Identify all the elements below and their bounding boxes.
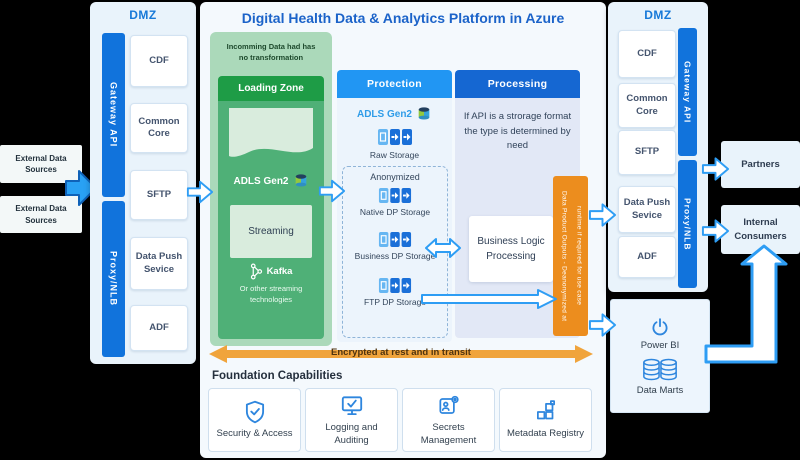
- loading-zone-panel: Incomming Data had has no transformation…: [210, 32, 332, 346]
- loading-adls-row: ADLS Gen2: [218, 173, 324, 189]
- right-dmz-box-common-core: Common Core: [618, 83, 676, 128]
- right-dmz-box-adf: ADF: [618, 236, 676, 278]
- shield-check-icon: [245, 401, 264, 424]
- internal-consumers-box: Internal Consumers: [721, 205, 800, 254]
- platform-title: Digital Health Data & Analytics Platform…: [241, 10, 565, 26]
- powerbi-to-internal-elbow-arrow-icon: [704, 244, 788, 364]
- encryption-arrow: [209, 345, 593, 363]
- right-gateway-api-bar: Gateway API: [678, 28, 697, 156]
- protection-processing-double-arrow-icon: [425, 238, 461, 258]
- raw-storage-label: Raw Storage: [369, 150, 420, 160]
- left-dmz-box-data-push-service: Data Push Sevice: [130, 237, 188, 290]
- dmz-to-partners-arrow-icon: [701, 157, 730, 181]
- right-dmz-title: DMZ: [644, 8, 672, 22]
- data-marts-label: Data Marts: [636, 385, 684, 396]
- foundation-label: Logging and Auditing: [325, 422, 378, 446]
- dmz-to-loading-arrow-icon: [186, 180, 214, 204]
- ingress-arrow-icon: [65, 170, 97, 206]
- left-gateway-api-bar: Gateway API: [102, 33, 125, 197]
- external-data-sources-box-1: External Data Sources: [0, 145, 82, 183]
- encryption-label: Encrypted at rest and in transit: [331, 347, 471, 358]
- loading-zone-body: ADLS Gen2 Streaming: [218, 101, 324, 339]
- loading-zone-header: Loading Zone: [218, 76, 324, 101]
- right-proxy-nlb-bar: Proxy/NLB: [678, 160, 697, 288]
- kafka-label: Kafka: [266, 266, 293, 277]
- left-dmz-panel: DMZ Gateway API Proxy/NLB CDF Common Cor…: [90, 2, 196, 364]
- secrets-badge-icon: [438, 395, 459, 415]
- blob-container-icon: [378, 187, 412, 204]
- protection-adls-label: ADLS Gen2: [356, 108, 412, 120]
- loading-to-protection-arrow-icon: [318, 179, 346, 203]
- power-bi-icon: [652, 318, 668, 336]
- streaming-box: Streaming: [230, 205, 312, 258]
- loading-zone-note: Incomming Data had has no transformation: [226, 42, 316, 63]
- foundation-label: Security & Access: [216, 428, 293, 440]
- kafka-icon: [250, 263, 262, 280]
- foundation-label: Secrets Management: [420, 422, 477, 446]
- right-dmz-box-cdf: CDF: [618, 30, 676, 78]
- anonymized-label: Anonymized: [370, 172, 420, 182]
- processing-note: If API is a strorage format the type is …: [463, 111, 572, 152]
- partners-box: Partners: [721, 141, 800, 188]
- blob-container-icon: [378, 277, 412, 294]
- power-bi-label: Power BI: [640, 340, 680, 351]
- adls-gen2-icon: [295, 174, 306, 187]
- platform-panel: Digital Health Data & Analytics Platform…: [200, 2, 606, 458]
- landing-area-shape: [229, 108, 313, 157]
- external-data-sources-box-2: External Data Sources: [0, 196, 82, 233]
- platform-to-powerbi-arrow-icon: [588, 313, 617, 337]
- right-dmz-box-data-push-service: Data Push Sevice: [618, 186, 676, 233]
- adls-gen2-icon: [418, 107, 430, 120]
- bi-panel: Power BI Data Marts: [610, 299, 710, 413]
- monitor-check-icon: [341, 396, 362, 416]
- metadata-blocks-icon: [536, 400, 555, 420]
- native-dp-storage-label: Native DP Storage: [359, 207, 431, 217]
- left-dmz-title: DMZ: [129, 8, 157, 22]
- kafka-row: Kafka: [218, 263, 324, 280]
- right-dmz-panel: DMZ CDF Common Core SFTP Data Push Sevic…: [608, 2, 708, 292]
- protection-adls-row: ADLS Gen2: [337, 106, 452, 122]
- ftp-dp-storage-label: FTP DP Storage: [363, 297, 427, 307]
- processing-header: Processing: [455, 70, 580, 98]
- protection-column: Protection ADLS Gen2: [337, 70, 452, 342]
- dmz-to-internal-arrow-icon: [701, 219, 730, 243]
- business-logic-box: Business Logic Processing: [469, 216, 553, 282]
- foundation-label: Metadata Registry: [506, 428, 585, 440]
- foundation-title: Foundation Capabilities: [212, 370, 343, 382]
- data-product-outputs-bar: Data Product Outputs - Deanonymized at r…: [553, 176, 588, 336]
- left-proxy-nlb-bar: Proxy/NLB: [102, 201, 125, 357]
- foundation-box-secrets-management: Secrets Management: [402, 388, 495, 452]
- foundation-box-logging-auditing: Logging and Auditing: [305, 388, 398, 452]
- foundation-box-metadata-registry: Metadata Registry: [499, 388, 592, 452]
- business-dp-storage-label: Business DP Storage: [354, 251, 436, 261]
- loading-adls-label: ADLS Gen2: [233, 175, 289, 187]
- left-dmz-box-common-core: Common Core: [130, 103, 188, 153]
- storage-to-outputs-arrow-icon: [421, 289, 557, 309]
- blob-container-icon: [378, 231, 412, 248]
- blob-container-icon: [377, 129, 412, 145]
- streaming-alt-note: Or other streaming technologies: [239, 284, 303, 305]
- outputs-to-dmz-arrow-icon: [588, 203, 617, 227]
- left-dmz-box-cdf: CDF: [130, 35, 188, 87]
- left-dmz-box-adf: ADF: [130, 305, 188, 351]
- protection-header: Protection: [337, 70, 452, 98]
- foundation-box-security-access: Security & Access: [208, 388, 301, 452]
- right-dmz-box-sftp: SFTP: [618, 130, 676, 175]
- data-marts-icon: [643, 358, 677, 381]
- left-dmz-box-sftp: SFTP: [130, 170, 188, 220]
